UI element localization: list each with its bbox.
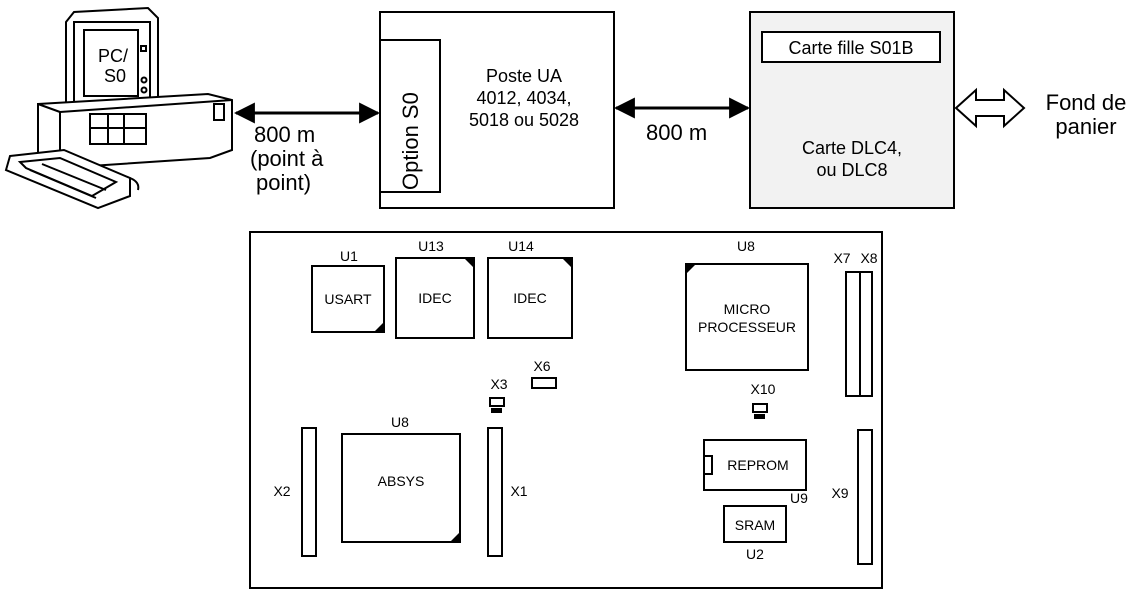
u8-bottom-label: U8 bbox=[391, 414, 409, 430]
u8-top-label: U8 bbox=[737, 238, 755, 254]
dlc-line2: ou DLC8 bbox=[816, 160, 887, 180]
x10-label: X10 bbox=[751, 381, 776, 397]
absys-label: ABSYS bbox=[378, 473, 425, 489]
poste-line1: Poste UA bbox=[486, 66, 562, 86]
sram-chip bbox=[723, 505, 787, 543]
link1-mode-line1: (point à bbox=[250, 146, 324, 171]
u13-label: U13 bbox=[418, 238, 444, 254]
backplane-line1: Fond de bbox=[1046, 90, 1127, 115]
idec1-label: IDEC bbox=[418, 290, 451, 306]
backplane-double-arrow bbox=[954, 87, 1026, 129]
x2-label: X2 bbox=[273, 483, 290, 499]
idec2-label: IDEC bbox=[513, 290, 546, 306]
x6-label: X6 bbox=[533, 358, 550, 374]
micro-line1: MICRO bbox=[724, 301, 771, 317]
usart-pin1-marker bbox=[374, 322, 384, 332]
dlc-line1: Carte DLC4, bbox=[802, 138, 902, 158]
x8-connector bbox=[859, 271, 873, 397]
backplane-line2: panier bbox=[1055, 114, 1116, 139]
x2-connector bbox=[301, 427, 317, 557]
daughter-card-box bbox=[761, 31, 941, 63]
u9-label: U9 bbox=[790, 490, 808, 506]
x10-jumper-cap bbox=[754, 414, 765, 419]
option-s0-label: Option S0 bbox=[398, 92, 423, 190]
u1-label: U1 bbox=[340, 248, 358, 264]
poste-line3: 5018 ou 5028 bbox=[469, 110, 579, 130]
x10-jumper bbox=[752, 403, 768, 413]
reprom-chip bbox=[703, 439, 807, 491]
idec1-chip bbox=[395, 257, 475, 339]
reprom-notch bbox=[703, 455, 713, 475]
x3-jumper-cap bbox=[491, 408, 502, 413]
link1-mode-line2: point) bbox=[256, 170, 311, 195]
x1-label: X1 bbox=[510, 483, 527, 499]
idec2-chip bbox=[487, 257, 573, 339]
microprocessor-chip bbox=[685, 263, 809, 371]
micro-pin1-marker bbox=[686, 264, 696, 274]
x3-label: X3 bbox=[490, 376, 507, 392]
option-s0-box bbox=[379, 39, 441, 193]
poste-line2: 4012, 4034, bbox=[476, 88, 571, 108]
usart-label: USART bbox=[324, 291, 372, 307]
link2-distance: 800 m bbox=[646, 120, 707, 145]
usart-chip bbox=[311, 265, 385, 333]
x9-label: X9 bbox=[831, 485, 848, 501]
pc-label-line2: S0 bbox=[104, 66, 126, 86]
u2-label: U2 bbox=[746, 546, 764, 562]
pc-computer-icon bbox=[4, 6, 233, 210]
x9-connector bbox=[857, 429, 873, 565]
x1-connector bbox=[487, 427, 503, 557]
pc-label-line1: PC/ bbox=[98, 46, 128, 66]
absys-pin1-marker bbox=[450, 532, 460, 542]
absys-chip bbox=[341, 433, 461, 543]
u14-label: U14 bbox=[508, 238, 534, 254]
micro-line2: PROCESSEUR bbox=[698, 319, 796, 335]
x7-connector bbox=[845, 271, 861, 397]
idec2-pin1-marker bbox=[562, 258, 572, 268]
x7-label: X7 bbox=[833, 250, 850, 266]
idec1-pin1-marker bbox=[464, 258, 474, 268]
x3-jumper bbox=[489, 397, 505, 407]
daughter-card-label: Carte fille S01B bbox=[788, 38, 913, 58]
reprom-label: REPROM bbox=[727, 457, 788, 473]
link1-distance: 800 m bbox=[254, 122, 315, 147]
x6-jumper bbox=[531, 377, 557, 389]
sram-label: SRAM bbox=[735, 517, 775, 533]
x8-label: X8 bbox=[860, 250, 877, 266]
